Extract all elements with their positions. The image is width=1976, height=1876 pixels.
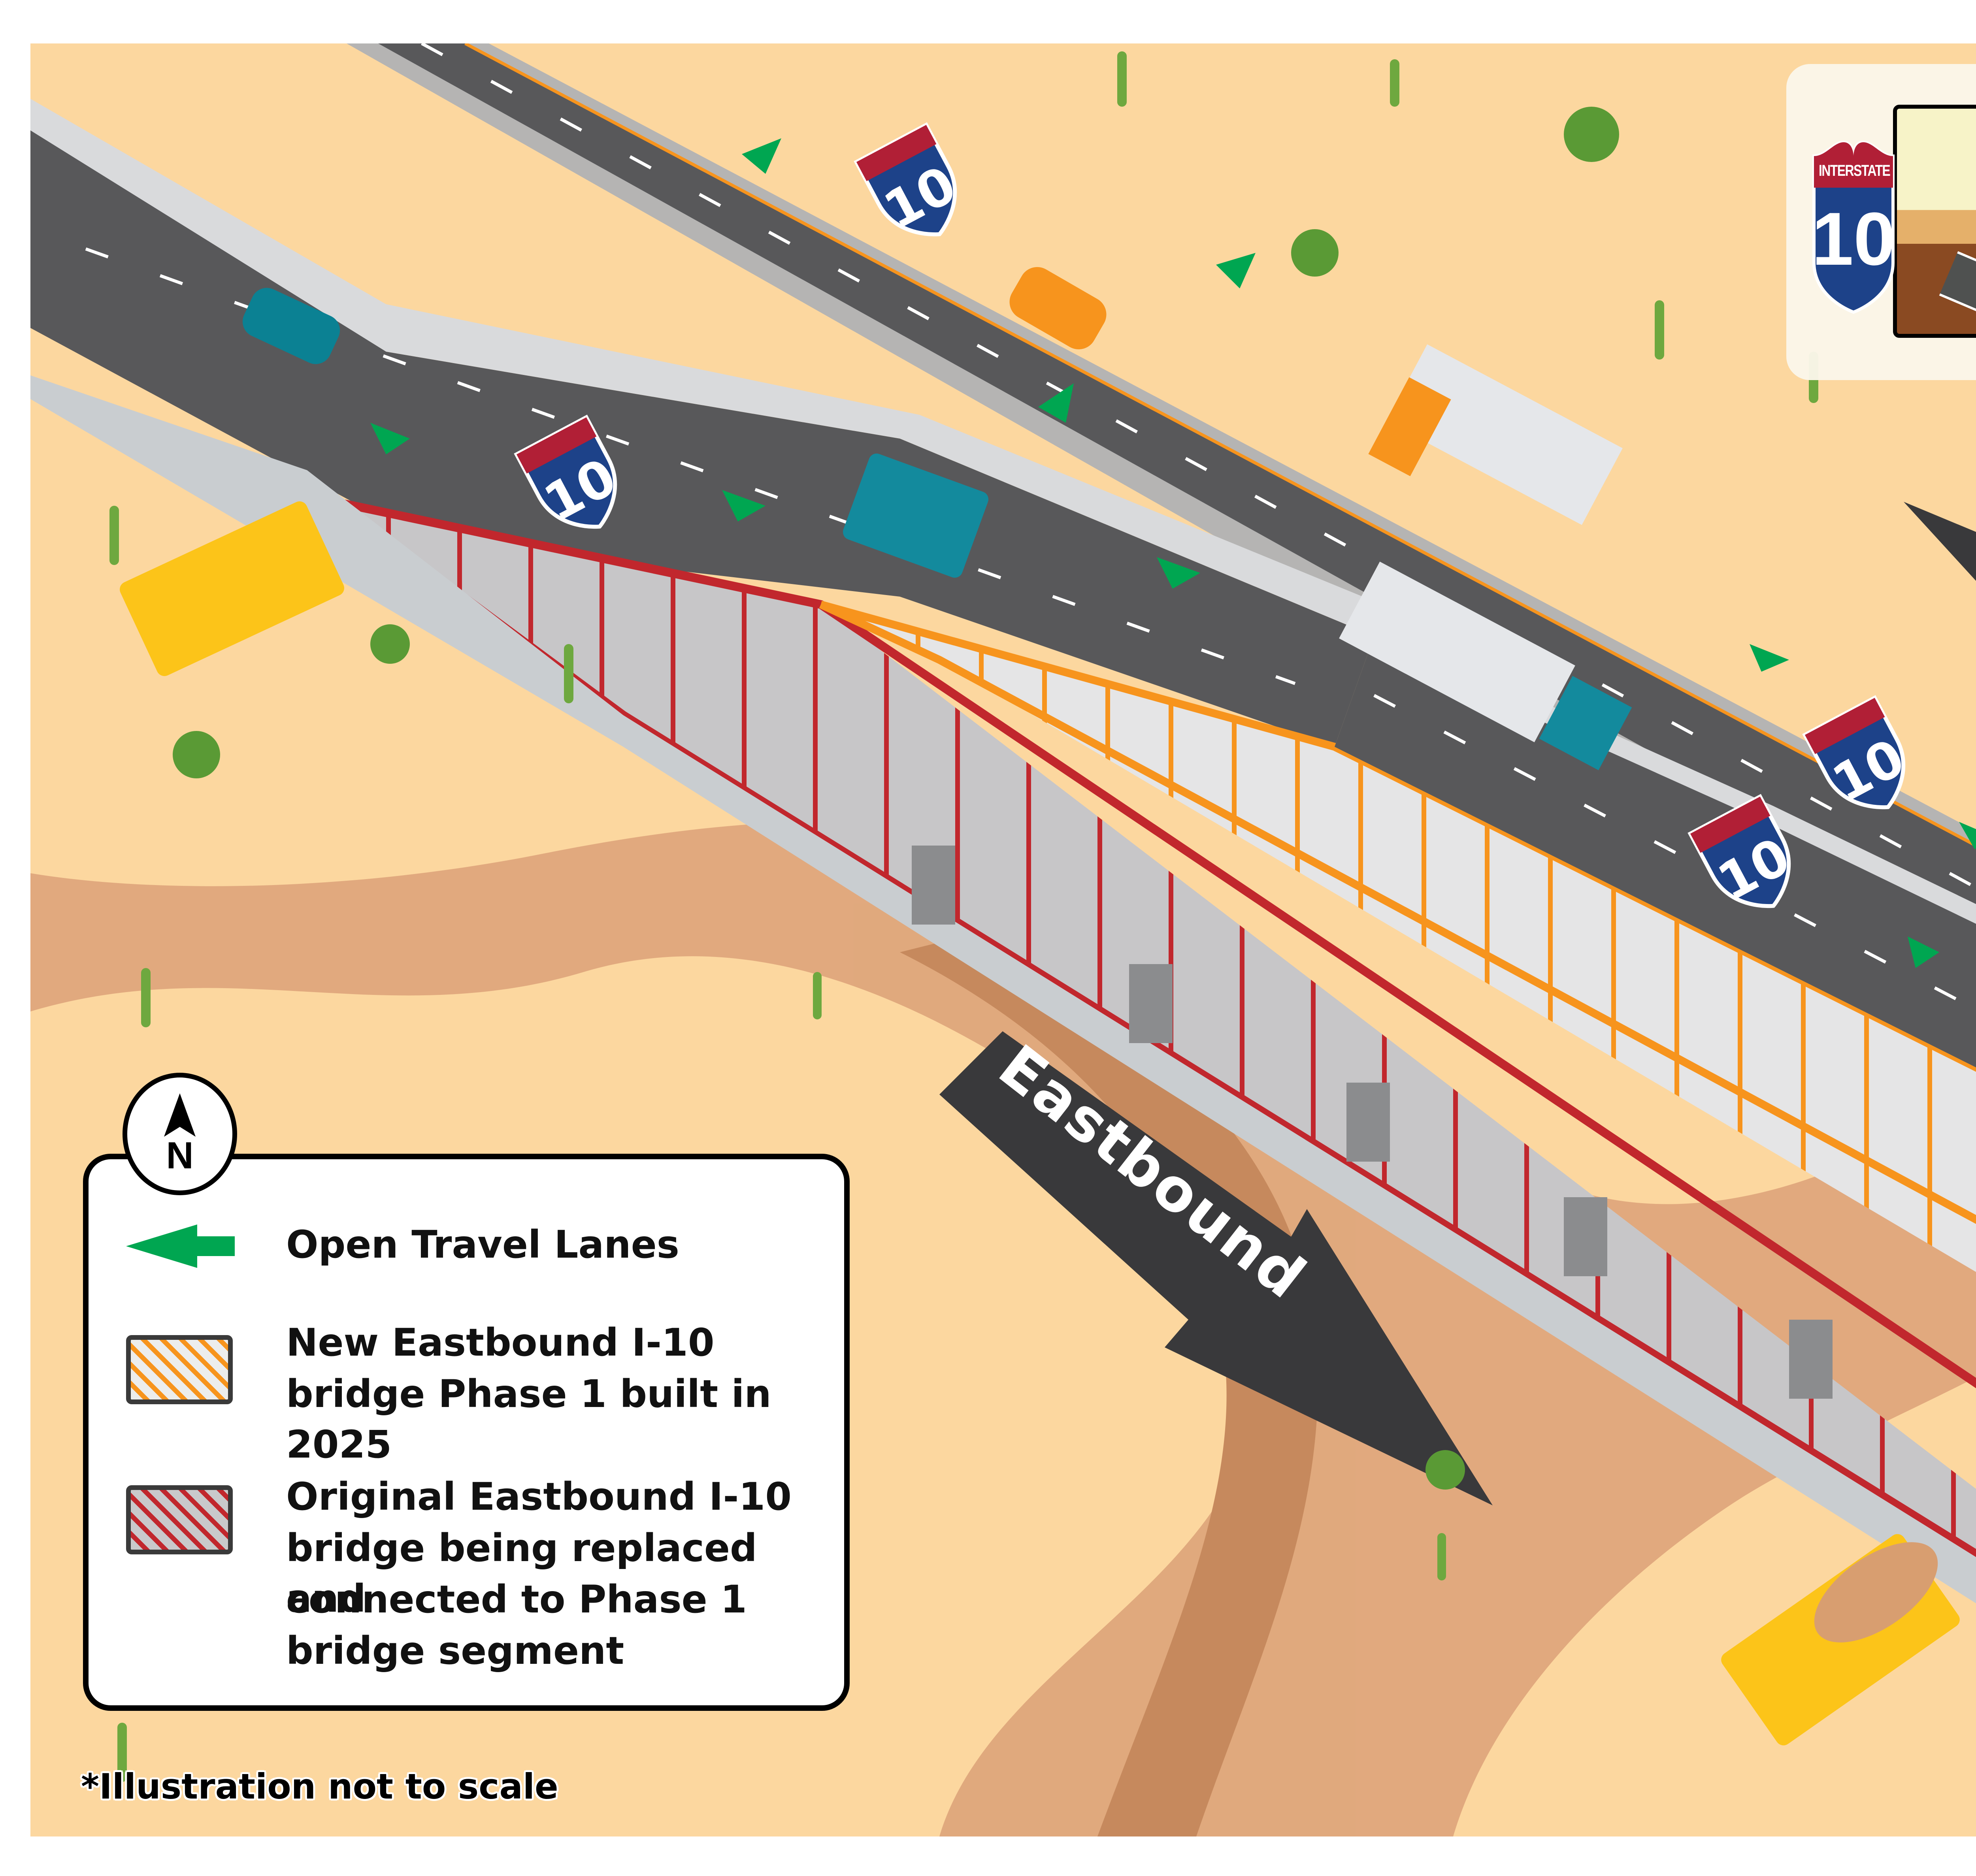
orange-hatch-swatch [126,1335,233,1404]
dump-truck-icon [119,501,345,676]
bridge-pier [1129,964,1173,1043]
red-hatch-swatch [126,1485,233,1554]
open-lane-arrows [370,138,1976,968]
interstate-shield-icon: 10 [1802,695,1914,814]
direction-arrows [939,502,1976,1505]
map-illustration: 10 10 10 10 10 10 [30,43,1976,1836]
legend-label-original-bridge-line1: Original Eastbound I-10 [286,1475,792,1519]
orange-car-icon [1009,267,1107,350]
green-arrow-icon [126,1224,235,1268]
legend-label-original-bridge-line2: bridge being replaced and [286,1526,757,1621]
title-interstate-shield-icon: INTERSTATE 10 [1810,132,1897,318]
north-arrow-icon [164,1093,196,1137]
gila-river-wash [30,821,1976,1836]
eastbound-arrow-icon [939,1031,1493,1505]
bridge-pier [1789,1320,1833,1399]
legend-panel: Open Travel Lanes New Eastbound I-10 bri… [83,1154,850,1711]
title-shield-top-text: INTERSTATE [1819,162,1891,179]
compass-north-label: N [166,1134,194,1177]
bridge-pier [1346,1083,1390,1162]
teal-car-icon [242,288,340,364]
bridge-deck-edge [30,375,1976,1603]
legend-label-new-bridge-line1: New Eastbound I-10 [286,1320,715,1365]
westbound-arrow-icon [1904,502,1976,581]
title-scenic-panel [1893,105,1976,338]
scene-graphic: 10 10 10 10 10 10 [30,43,1976,1836]
scale-footnote: *Illustration not to scale [81,1766,558,1807]
eastbound-approach-roadway [30,99,1382,747]
bridge-pier [912,846,955,925]
title-shield-number: 10 [1812,197,1895,281]
dump-truck-icon [1721,1534,1960,1746]
bridge-pier [1564,1197,1607,1276]
semi-truck-icon [1339,561,1632,770]
semi-truck-icon [1368,344,1623,525]
interstate-shield-icon: 10 [854,122,966,241]
legend-label-original-bridge-line4: bridge segment [286,1629,624,1673]
teal-van-icon [843,453,989,578]
compass: N [123,1073,237,1195]
vehicles [119,267,1960,1746]
legend-label-open-lanes: Open Travel Lanes [286,1222,679,1267]
scenic-road [1939,251,1976,334]
legend-label-original-bridge-line3: connected to Phase 1 [286,1577,747,1622]
legend-label-new-bridge-line2: bridge Phase 1 built in 2025 [286,1372,771,1467]
